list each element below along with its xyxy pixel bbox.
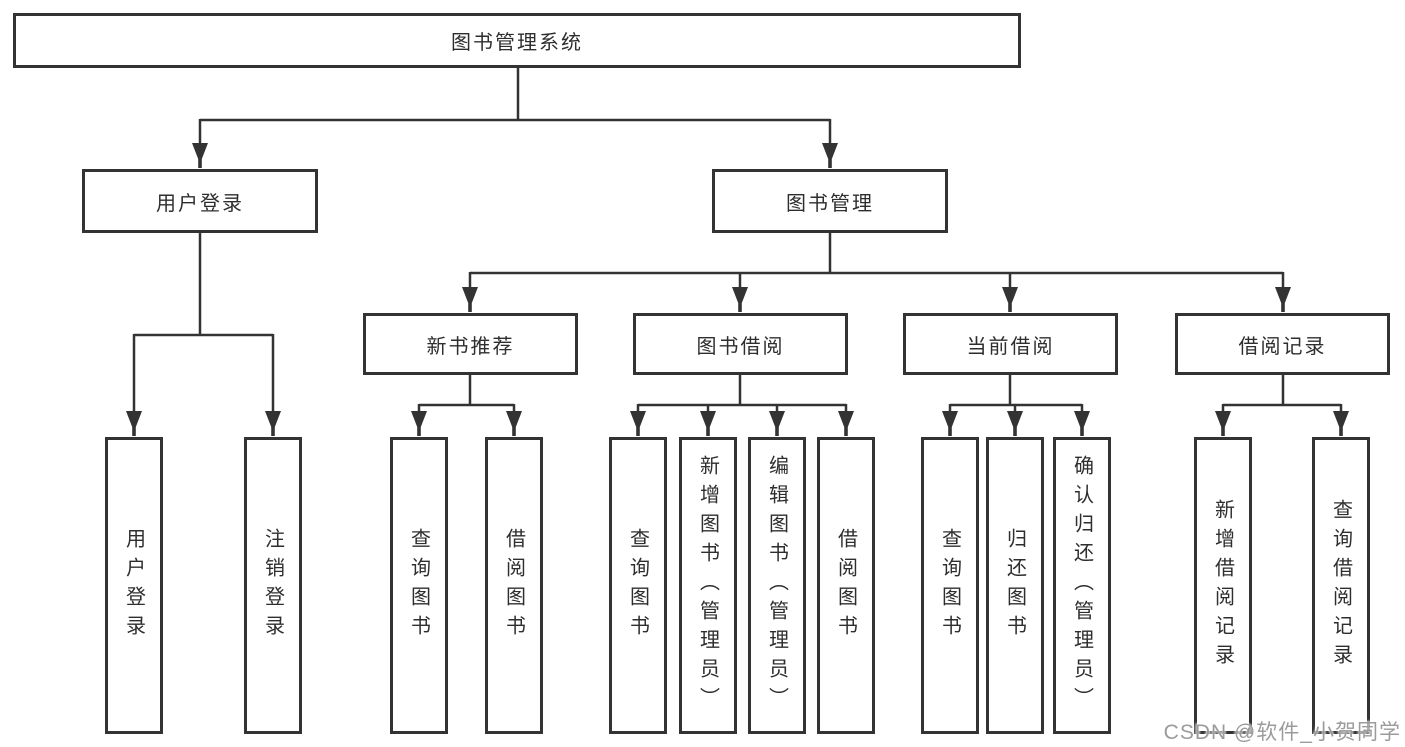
node-label: 查询图书: [407, 527, 430, 644]
node-label: 查询借阅记录: [1329, 498, 1352, 673]
node-label: 新增借阅记录: [1211, 498, 1234, 673]
leaf-user-login: 用户登录: [105, 437, 163, 734]
node-book-borrowing: 图书借阅: [633, 313, 848, 375]
leaf-query-books: 查询图书: [921, 437, 979, 734]
watermark: CSDN @软件_小贺同学: [1163, 721, 1401, 744]
leaf-return-books: 归还图书: [986, 437, 1044, 734]
leaf-confirm-return-admin: 确认归还（管理员）: [1053, 437, 1111, 734]
node-label: 用户登录: [156, 192, 244, 215]
node-new-book-recommendation: 新书推荐: [363, 313, 578, 375]
node-label: 确认归还（管理员）: [1070, 455, 1093, 716]
connector-user-login-group: [132, 233, 275, 416]
node-user-login: 用户登录: [82, 169, 318, 233]
node-label: 编辑图书（管理员）: [765, 455, 788, 716]
node-label: 图书借阅: [696, 335, 785, 358]
node-label: 借阅记录: [1238, 335, 1327, 358]
leaf-add-books-admin: 新增图书（管理员）: [679, 437, 737, 734]
node-label: 图书管理系统: [451, 32, 583, 54]
connector-current-borrowing-group: [948, 375, 1084, 416]
node-label: 借阅图书: [834, 527, 857, 644]
leaf-edit-books-admin: 编辑图书（管理员）: [748, 437, 806, 734]
node-label: 借阅图书: [502, 527, 525, 644]
node-library-management-system: 图书管理系统: [13, 13, 1021, 68]
node-label: 图书管理: [786, 192, 874, 215]
node-label: 归还图书: [1003, 527, 1026, 644]
node-label: 当前借阅: [966, 335, 1055, 358]
leaf-query-books: 查询图书: [609, 437, 667, 734]
leaf-query-borrowing-record: 查询借阅记录: [1312, 437, 1370, 734]
leaf-borrow-books: 借阅图书: [817, 437, 875, 734]
node-label: 查询图书: [626, 527, 649, 644]
connector-borrowing-records-group: [1221, 375, 1343, 416]
connector-new-book-group: [417, 375, 516, 416]
connector-book-management-to-level3: [468, 233, 1285, 292]
node-borrowing-records: 借阅记录: [1175, 313, 1390, 375]
leaf-logout: 注销登录: [244, 437, 302, 734]
node-current-borrowing: 当前借阅: [903, 313, 1118, 375]
leaf-query-books: 查询图书: [390, 437, 448, 734]
node-label: 新书推荐: [426, 335, 515, 358]
connector-root-to-level2: [198, 68, 832, 148]
node-label: 查询图书: [938, 527, 961, 644]
node-book-management: 图书管理: [712, 169, 948, 233]
leaf-add-borrowing-record: 新增借阅记录: [1194, 437, 1252, 734]
leaf-borrow-books: 借阅图书: [485, 437, 543, 734]
node-label: 用户登录: [122, 527, 145, 644]
node-label: 注销登录: [261, 527, 284, 644]
node-label: 新增图书（管理员）: [696, 455, 719, 716]
connector-book-borrowing-group: [636, 375, 848, 416]
